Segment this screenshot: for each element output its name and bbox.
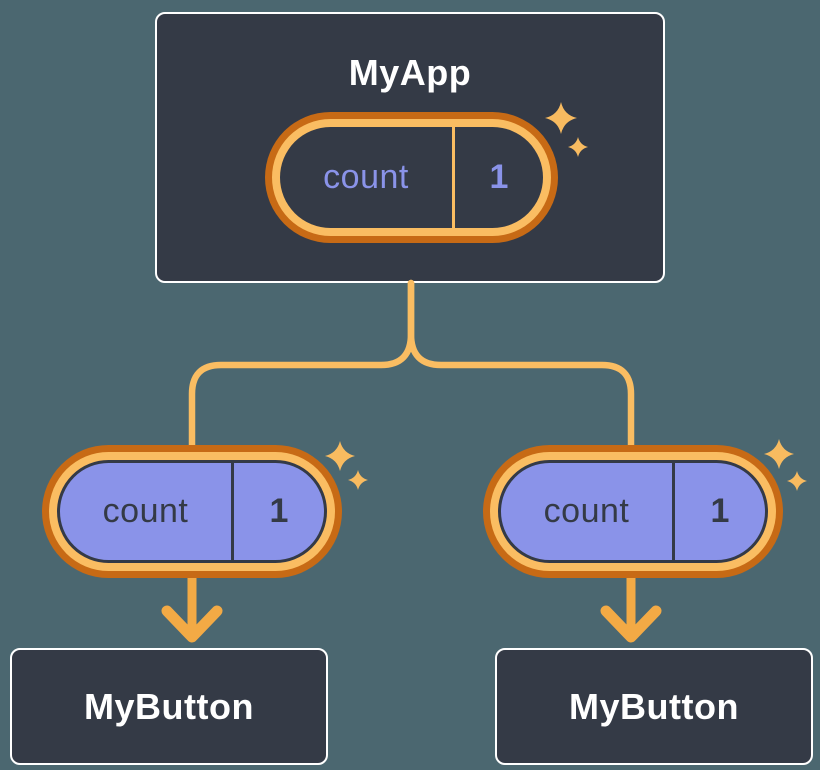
root-component-title: MyApp (348, 52, 472, 93)
child-component-box: MyButton (10, 648, 328, 765)
prop-pill-inner-ring: count 1 (490, 452, 776, 571)
prop-value: 1 (672, 463, 765, 560)
state-name: count (323, 158, 409, 196)
child-component-box: MyButton (495, 648, 813, 765)
state-pill-inner-ring: count 1 (272, 119, 551, 236)
prop-pill-inner-ring: count 1 (49, 452, 335, 571)
prop-name: count (102, 492, 189, 530)
sparkles-icon (545, 102, 588, 157)
child-component-title: MyButton (84, 685, 254, 727)
prop-pill-core: count 1 (57, 460, 327, 563)
prop-name: count (543, 492, 630, 530)
state-value: 1 (452, 127, 543, 228)
state-pill: count 1 (265, 112, 558, 243)
sparkles-icon (764, 439, 807, 491)
prop-value: 1 (231, 463, 324, 560)
prop-pill: count 1 (42, 445, 342, 578)
sparkles-icon (325, 441, 368, 490)
prop-pill-core: count 1 (498, 460, 768, 563)
state-pill-core: count 1 (280, 127, 543, 228)
prop-pill: count 1 (483, 445, 783, 578)
tree-connector-lines (188, 279, 635, 579)
child-component-title: MyButton (569, 685, 739, 727)
